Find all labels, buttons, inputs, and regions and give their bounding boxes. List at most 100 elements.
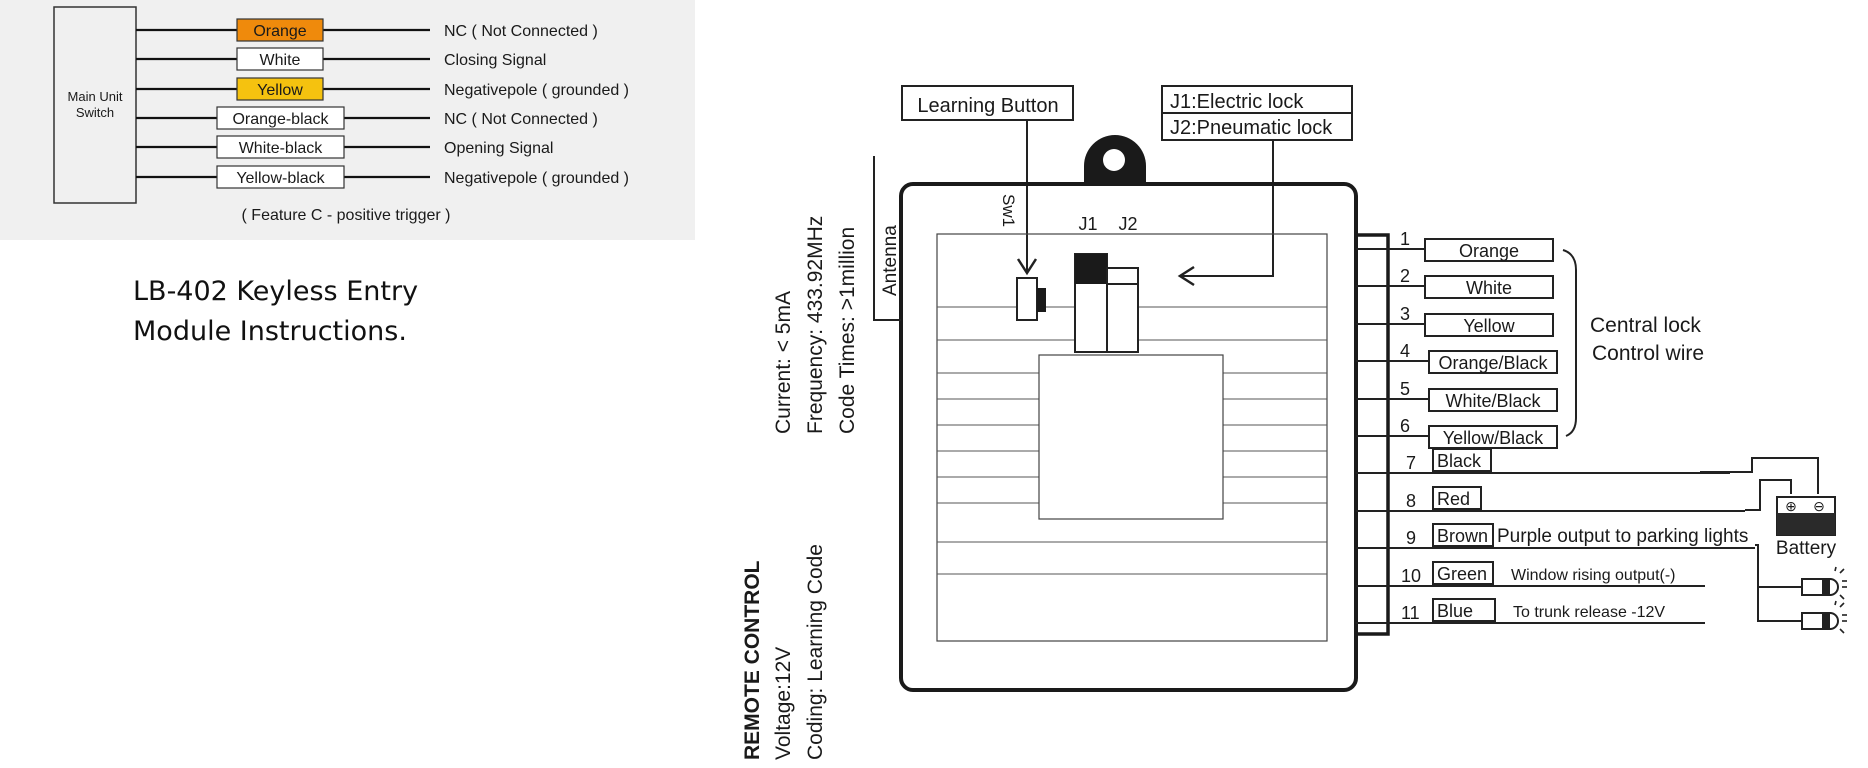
- lamp-band: [1822, 579, 1830, 595]
- parking-lamp-icon: [1801, 566, 1847, 600]
- wire-color-box: [236, 77, 324, 101]
- central-lock-label-line2: Control wire: [1592, 342, 1704, 365]
- wire-label-box: [1432, 448, 1492, 472]
- wire-number: 1: [1400, 229, 1410, 249]
- wire-number: 4: [1400, 341, 1410, 361]
- wire-number: 11: [1401, 603, 1420, 623]
- wire-number: 9: [1406, 528, 1416, 548]
- module-diagram: Learning Button J1:Electric lock J2:Pneu…: [741, 85, 1847, 760]
- wire-function-label: Negativepole ( grounded ): [444, 82, 629, 99]
- title-line-2: Module Instructions.: [133, 316, 407, 347]
- wire-number: 7: [1406, 453, 1416, 473]
- lamp-bulb: [1829, 578, 1839, 596]
- red-wire-to-battery: [1745, 479, 1792, 511]
- wire-color-box: [216, 165, 345, 189]
- wire-number: 6: [1400, 416, 1410, 436]
- wire-label: Red: [1437, 489, 1470, 509]
- feature-caption: ( Feature C - positive trigger ): [242, 207, 451, 224]
- wire-function-label: NC ( Not Connected ): [444, 23, 598, 40]
- wire-color-label: Yellow-black: [236, 170, 325, 187]
- wire-color-label: Orange-black: [232, 111, 329, 128]
- wire-color-label: Orange: [253, 23, 306, 40]
- wire-label: Orange/Black: [1438, 353, 1548, 373]
- j1-board-label: J1: [1078, 214, 1097, 234]
- learning-button-arrowhead: [1016, 258, 1038, 276]
- lamp-ray: [1839, 602, 1845, 608]
- battery: ⊕ ⊖ Battery: [1700, 457, 1837, 559]
- wire-color-box: [216, 106, 345, 130]
- battery-fill: [1777, 513, 1835, 535]
- sw1-label: Sw1: [999, 194, 1018, 227]
- wire-label-box: [1432, 523, 1494, 547]
- left-wire-row: White Closing Signal: [136, 47, 546, 71]
- wire-label-box: [1424, 313, 1554, 337]
- wire-label: Brown: [1437, 526, 1488, 546]
- wire-label: Yellow/Black: [1443, 428, 1544, 448]
- left-wire-row: Yellow-black Negativepole ( grounded ): [136, 165, 629, 189]
- wire-label-box: [1432, 561, 1494, 585]
- central-lock-bracket: [1562, 249, 1577, 437]
- left-wire-list: Orange NC ( Not Connected ) White Closing S…: [136, 18, 629, 189]
- wire-number: 3: [1400, 304, 1410, 324]
- j2-jumper[interactable]: [1106, 267, 1139, 353]
- module-wire-list: 1Orange2White3Yellow4Orange/Black5White/…: [1356, 229, 1755, 624]
- j1-jumper-cap: [1075, 254, 1107, 284]
- wire-label: Yellow: [1463, 316, 1515, 336]
- left-wire-row: Orange NC ( Not Connected ): [136, 18, 598, 42]
- spec-current: Current: < 5mA: [772, 291, 795, 434]
- wire-number: 2: [1400, 266, 1410, 286]
- wire-label-box: [1428, 425, 1558, 449]
- wire-color-box: [236, 47, 324, 71]
- wire-label: White/Black: [1445, 391, 1541, 411]
- wire-function-label: Opening Signal: [444, 140, 553, 157]
- black-wire-to-battery: [1700, 457, 1819, 494]
- wire-label: Green: [1437, 564, 1487, 584]
- wire-label: Black: [1437, 451, 1482, 471]
- wire-connector-block: [1354, 233, 1390, 636]
- central-lock-label-line1: Central lock: [1590, 314, 1701, 337]
- learning-button-callout: Learning Button: [917, 95, 1058, 117]
- lamp-ray: [1839, 628, 1845, 634]
- wire-label-box: [1432, 598, 1496, 622]
- wire-label-box: [1424, 238, 1554, 262]
- learning-button-switch[interactable]: [1016, 277, 1038, 321]
- chip: [1038, 354, 1224, 520]
- parking-lights: [1755, 544, 1847, 634]
- lamp-ray: [1834, 600, 1837, 606]
- wire-function-label: Closing Signal: [444, 52, 546, 69]
- main-unit-label-line2: Switch: [76, 105, 114, 120]
- wire-color-box: [216, 135, 345, 159]
- wire-number: 5: [1400, 379, 1410, 399]
- lamp-bulb: [1829, 612, 1839, 630]
- wire-function-label: Negativepole ( grounded ): [444, 170, 629, 187]
- parking-light-wire: [1755, 544, 1802, 622]
- spec-code-times: Code Times: >1million: [836, 227, 859, 434]
- pcb-outline: [936, 233, 1328, 642]
- learning-button-knob: [1037, 288, 1046, 312]
- module-wire-row: 7 Black: [1356, 448, 1730, 474]
- lamp-band: [1822, 613, 1830, 629]
- remote-voltage: Voltage:12V: [772, 647, 795, 760]
- wire-color-label: White: [260, 52, 301, 69]
- lamp-ray: [1834, 566, 1837, 572]
- j2-callout: J2:Pneumatic lock: [1170, 117, 1333, 139]
- wire-note: Window rising output(-): [1511, 567, 1676, 584]
- wire-color-label: White-black: [239, 140, 324, 157]
- wire-label-box: [1424, 275, 1554, 299]
- remote-coding: Coding: Learning Code: [804, 544, 827, 760]
- jumper-leader: [1180, 140, 1274, 277]
- wire-number: 10: [1401, 566, 1421, 586]
- wire-number: 8: [1406, 491, 1416, 511]
- remote-control-heading: REMOTE CONTROL: [741, 560, 764, 760]
- battery-label: Battery: [1776, 538, 1837, 559]
- title-line-1: LB-402 Keyless Entry: [133, 276, 419, 307]
- left-wire-row: White-black Opening Signal: [136, 135, 553, 159]
